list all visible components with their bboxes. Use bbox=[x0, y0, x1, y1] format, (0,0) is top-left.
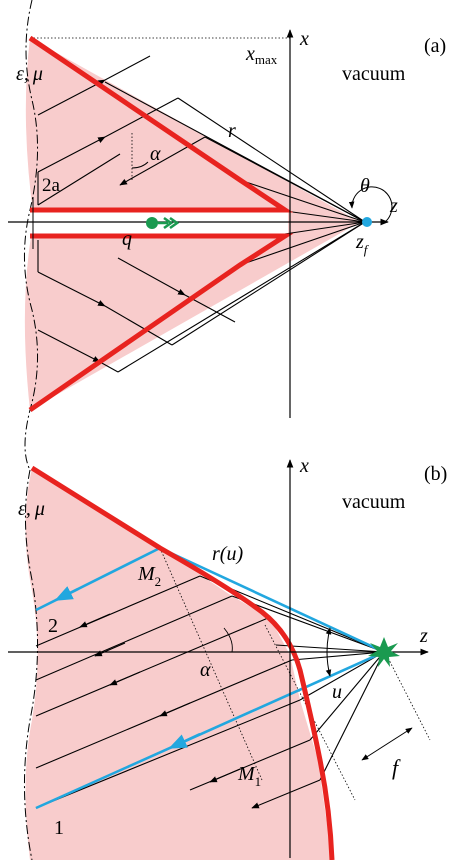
panel-a-conv-2 bbox=[177, 97, 366, 223]
panel-a-q-label: q bbox=[122, 228, 132, 250]
panel-b-f-label: f bbox=[392, 755, 401, 780]
panel-a-tag: (a) bbox=[424, 35, 446, 57]
panel-b-x-axis-label: x bbox=[299, 455, 309, 477]
panel-b-m2-label: M2 bbox=[137, 563, 161, 589]
panel-b-medium-eps: ε bbox=[18, 498, 26, 520]
charge-arrow-icon bbox=[146, 216, 180, 230]
panel-a-r-label: r bbox=[228, 120, 236, 142]
panel-a-zf-sub: f bbox=[364, 242, 370, 257]
panel-a-xmax-sub: max bbox=[255, 52, 278, 67]
panel-b-alpha-arc bbox=[223, 627, 233, 653]
panel-a-zf-label: zf bbox=[355, 231, 370, 257]
panel-b: (b) vacuum x z ε,μ r(u) M2 M1 α u f 2 1 bbox=[8, 455, 447, 860]
panel-a-focus-point bbox=[362, 217, 372, 227]
panel-b-blue-ray-1 bbox=[35, 650, 385, 810]
panel-b-ray-arrow-3 bbox=[79, 613, 111, 628]
panel-b-ray-3 bbox=[35, 575, 201, 647]
panel-a-ray-u3 bbox=[37, 153, 121, 206]
panel-b-blue-ray-2-focus bbox=[159, 546, 385, 654]
panel-a-ray-l5 bbox=[99, 361, 119, 373]
panel-b-z-axis-label: z bbox=[419, 625, 428, 647]
panel-b-m2-sub: 2 bbox=[155, 574, 162, 589]
panel-a-medium-label: ε,μ bbox=[16, 63, 43, 85]
focus-star-icon bbox=[368, 637, 400, 667]
panel-b-ray-arrow-4 bbox=[159, 702, 191, 717]
panel-a-alpha-label: α bbox=[150, 143, 161, 165]
panel-b-u-label: u bbox=[332, 681, 342, 703]
panel-a-conv-3 bbox=[204, 136, 366, 223]
panel-b-medium-label: ε,μ bbox=[18, 498, 45, 520]
panel-a-boundary-upper bbox=[28, 35, 294, 213]
panel-a-ray-u1 bbox=[37, 79, 106, 116]
panel-b-conv-3 bbox=[291, 651, 385, 661]
panel-a-boundary-lower bbox=[28, 233, 294, 413]
panel-b-f-dimension bbox=[361, 727, 413, 761]
panel-a-zf-main: z bbox=[355, 231, 364, 253]
panel-b-ray-2-label: 2 bbox=[48, 615, 58, 637]
panel-b-m1-label: M1 bbox=[237, 763, 261, 789]
panel-a-medium-mu: μ bbox=[32, 63, 43, 85]
panel-a-conv-8 bbox=[171, 221, 366, 346]
panel-b-medium-mu: μ bbox=[34, 498, 45, 520]
panel-a-ray-l2 bbox=[37, 271, 106, 307]
panel-b-blue-ray-1-arrow bbox=[168, 732, 201, 750]
panel-a-rays-upper bbox=[37, 55, 366, 223]
panel-b-conv-4 bbox=[299, 651, 385, 701]
panel-a-boundary bbox=[28, 35, 294, 413]
panel-a-conv-4 bbox=[239, 179, 366, 223]
panel-b-conv-5 bbox=[309, 651, 385, 741]
panel-a-ray-l3 bbox=[104, 305, 173, 346]
panel-a-xmax-main: x bbox=[245, 43, 255, 65]
panel-b-wavy-boundary bbox=[24, 469, 38, 860]
panel-b-alpha-label: α bbox=[200, 659, 211, 681]
panel-b-ray-arrow-6 bbox=[209, 768, 241, 783]
panel-a-alpha-arc bbox=[131, 161, 149, 169]
panel-b-ray-7 bbox=[251, 779, 321, 809]
panel-a-medium-eps: ε bbox=[16, 63, 24, 85]
panel-a-conv-9 bbox=[117, 221, 366, 373]
panel-b-blue-rays bbox=[35, 546, 385, 810]
panel-a-theta-arc bbox=[348, 186, 393, 223]
panel-b-ray-2 bbox=[35, 595, 233, 681]
panel-b-guide-f-2 bbox=[384, 651, 431, 741]
panel-a-medium-sep: , bbox=[24, 63, 29, 85]
panel-a-vacuum-label: vacuum bbox=[342, 63, 406, 85]
panel-b-guide-m2-m1 bbox=[159, 547, 263, 781]
panel-b-boundary bbox=[30, 465, 335, 860]
panel-a-x-axis-label: x bbox=[299, 28, 309, 50]
panel-b-ray-arrow-1 bbox=[109, 671, 141, 686]
panel-a-conv-6 bbox=[277, 221, 366, 236]
panel-a-ray-l6 bbox=[117, 257, 186, 296]
panel-b-ray-5 bbox=[35, 699, 301, 809]
panel-b-m2-main: M bbox=[137, 563, 156, 585]
panel-b-ray-arrow-2 bbox=[94, 642, 126, 657]
panel-b-r-u-label: r(u) bbox=[212, 543, 243, 565]
panel-a-theta-label: θ bbox=[360, 175, 370, 197]
panel-a-ray-u2 bbox=[37, 136, 106, 173]
panel-b-u-arc bbox=[325, 627, 332, 677]
panel-a-z-axis-label: z bbox=[389, 195, 398, 217]
panel-b-tag: (b) bbox=[424, 463, 447, 485]
panel-b-medium-region bbox=[25, 468, 332, 860]
panel-a-xmax-label: xmax bbox=[245, 43, 278, 67]
panel-b-medium-sep: , bbox=[26, 498, 31, 520]
panel-b-conv-6 bbox=[319, 651, 385, 781]
panel-a-ray-l4 bbox=[37, 329, 101, 363]
panel-b-blue-ray-2-arrow bbox=[54, 586, 79, 602]
panel-b-m1-main: M bbox=[237, 763, 256, 785]
panel-a: (a) vacuum x z xmax ε,μ r α 2a q θ zf bbox=[8, 0, 446, 471]
panel-a-ray-u6 bbox=[104, 97, 179, 138]
panel-b-m1-sub: 1 bbox=[255, 774, 262, 789]
panel-b-conv-1 bbox=[231, 595, 385, 653]
panel-a-2a-label: 2a bbox=[42, 175, 61, 196]
panel-a-ray-u5 bbox=[104, 55, 151, 81]
panel-a-rays-lower bbox=[37, 221, 366, 373]
panel-b-ray-1-label: 1 bbox=[54, 817, 64, 839]
panel-a-conv-7 bbox=[239, 221, 366, 266]
panel-b-ray-1 bbox=[35, 617, 269, 717]
panel-b-vacuum-label: vacuum bbox=[342, 491, 406, 513]
